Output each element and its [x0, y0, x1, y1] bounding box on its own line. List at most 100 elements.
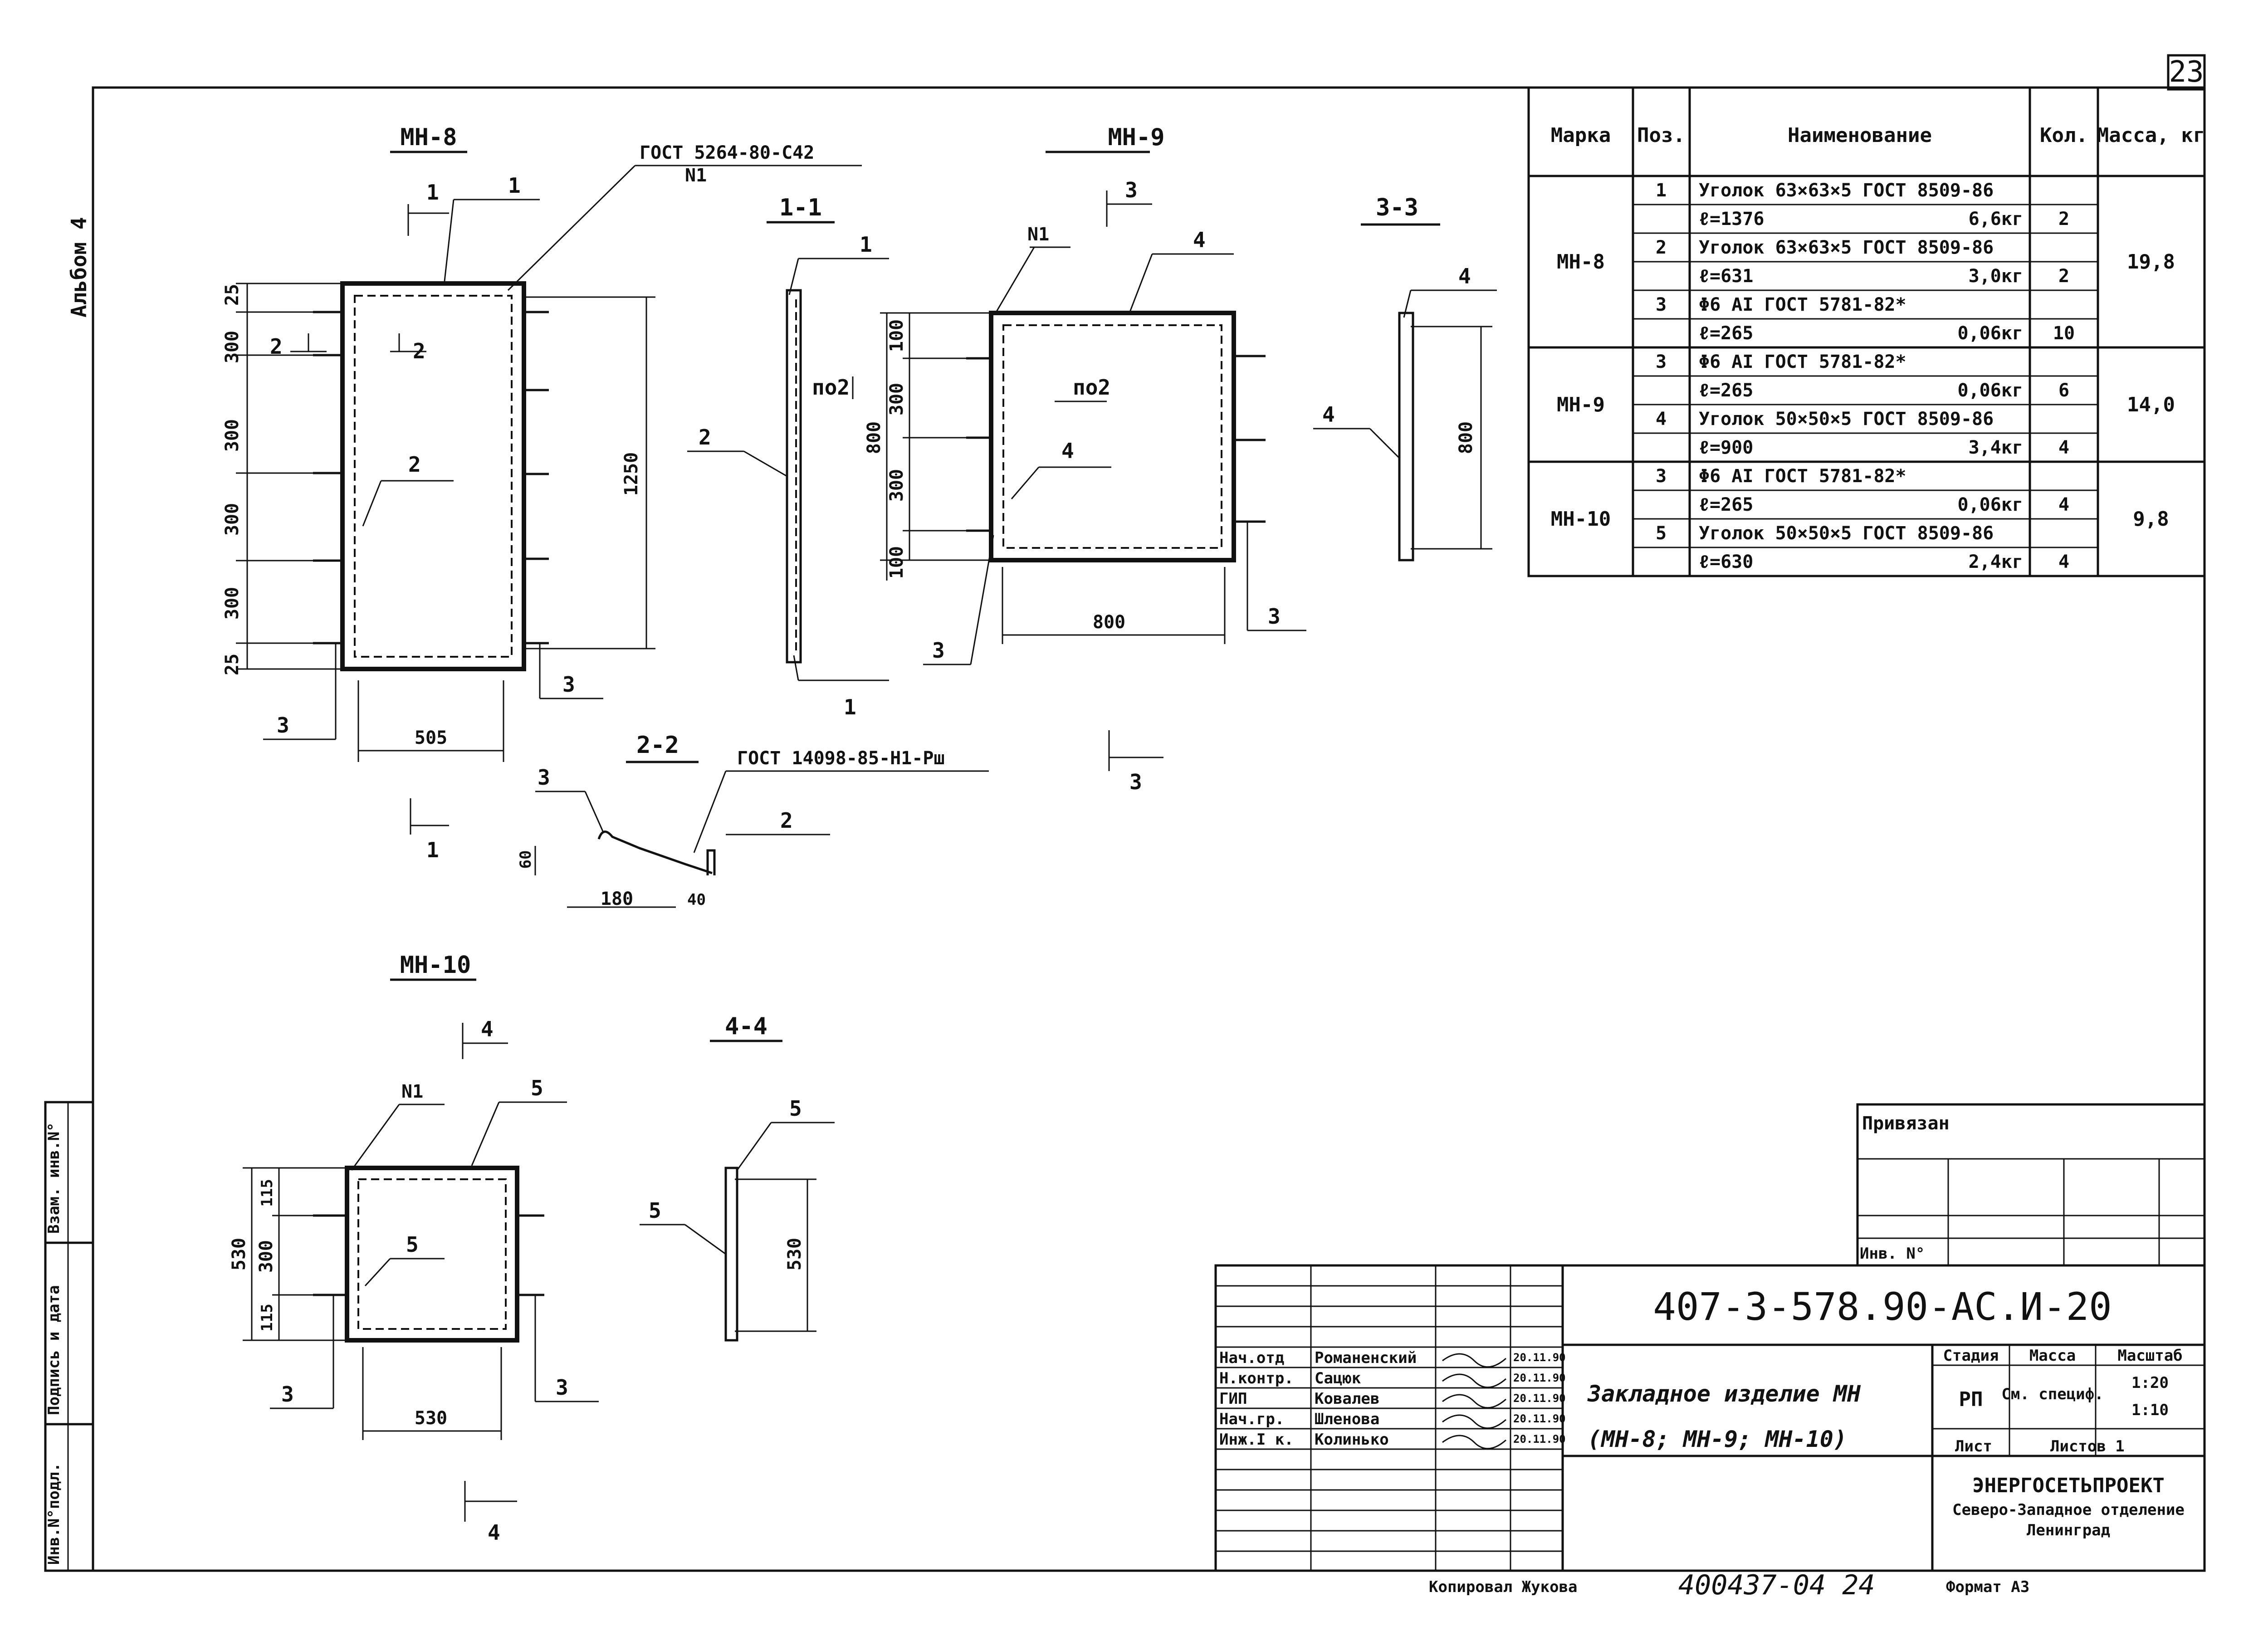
- s22-callout-3: 3: [538, 765, 550, 790]
- spec-pos: 2: [1656, 237, 1667, 258]
- s33-callout-4a: 4: [1458, 264, 1471, 288]
- mn8-callout-1: 1: [508, 173, 521, 198]
- mn9-note-left: по2: [812, 375, 850, 400]
- mn10-dim-width: 530: [415, 1408, 447, 1429]
- sheets-header: Листов 1: [2050, 1437, 2125, 1455]
- spec-mass-2: 9,8: [2133, 508, 2169, 531]
- footer-code: 400437-04 24: [1678, 1569, 1875, 1601]
- drawing-section-1-1: 1-1 1 2 1: [687, 194, 889, 719]
- signature: [1442, 1414, 1506, 1429]
- s22-dim-60: 60: [517, 850, 535, 869]
- mn10-section-4-bottom: 4: [488, 1520, 500, 1545]
- title-block: Привязан Инв. N° 407-3-578.90-АС.И-20 За…: [1214, 1103, 2206, 1572]
- mn8-dim-v-4: 300: [222, 587, 243, 620]
- mn10-section-4-top: 4: [481, 1017, 494, 1041]
- mn8-section-1-bottom: 1: [426, 838, 439, 862]
- spec-mass-1: 14,0: [2127, 393, 2175, 416]
- s44-title: 4-4: [725, 1013, 767, 1040]
- s33-title: 3-3: [1376, 194, 1418, 221]
- mn8-callout-2: 2: [408, 452, 421, 477]
- person-role: Нач.гр.: [1219, 1410, 1284, 1428]
- mn8-section-2-right: 2: [413, 339, 425, 363]
- item-name-1: Закладное изделие МН: [1587, 1381, 1861, 1407]
- person-date: 20.11.90: [1513, 1433, 1566, 1446]
- spec-pos: 3: [1656, 466, 1667, 487]
- person-date: 20.11.90: [1513, 1351, 1566, 1364]
- side-stamp: Инв.N°подл. Подпись и дата Взам. инв.N°: [44, 1101, 94, 1572]
- mn8-dim-height: 1250: [621, 452, 642, 496]
- spec-name: ℓ=631: [1699, 266, 1753, 287]
- stamp-replace-label: Взам. инв.N°: [45, 1122, 63, 1234]
- mn8-gost-weld: ГОСТ 5264-80-С42: [640, 142, 814, 163]
- mn9-dim-v-3: 100: [886, 546, 907, 579]
- spec-pos: 3: [1656, 352, 1667, 372]
- s44-dim: 530: [784, 1238, 805, 1270]
- scale-header: Масштаб: [2117, 1347, 2182, 1365]
- sheet-number: 23: [2169, 55, 2204, 89]
- designation: 407-3-578.90-АС.И-20: [1653, 1284, 2112, 1329]
- spec-header-4: Масса, кг: [2097, 124, 2205, 147]
- spec-header-3: Кол.: [2040, 124, 2088, 147]
- mn8-callout-3a: 3: [277, 713, 289, 737]
- spec-qty: 2: [2058, 209, 2069, 230]
- spec-pos: 4: [1656, 409, 1667, 430]
- spec-mark-1: МН-9: [1557, 393, 1605, 416]
- mn8-dim-v-3: 300: [222, 503, 243, 536]
- s44-callout-5b: 5: [649, 1198, 661, 1223]
- spec-pos: 3: [1656, 294, 1667, 315]
- org-name: ЭНЕРГОСЕТЬПРОЕКТ: [1972, 1474, 2165, 1497]
- footer-copied: Копировал Жукова: [1429, 1578, 1578, 1596]
- spec-unit-mass: 6,6кг: [1969, 209, 2023, 230]
- spec-name: ℓ=265: [1699, 380, 1753, 401]
- stamp-sign-label: Подпись и дата: [45, 1285, 63, 1415]
- mn10-callout-3a: 3: [281, 1382, 294, 1406]
- spec-pos: 5: [1656, 523, 1667, 544]
- person-role: Нач.отд: [1219, 1349, 1284, 1367]
- mn8-dim-v-0: 25: [222, 284, 243, 306]
- spec-name: ℓ=1376: [1699, 209, 1764, 230]
- mn9-dim-v-2: 300: [886, 469, 907, 502]
- spec-header-1: Поз.: [1637, 124, 1685, 147]
- stamp-inv-label: Инв.N°подл.: [45, 1463, 63, 1565]
- spec-qty: 4: [2058, 552, 2069, 572]
- spec-unit-mass: 0,06кг: [1958, 494, 2024, 515]
- mn9-dim-width: 800: [1093, 612, 1125, 633]
- spec-mass-0: 19,8: [2127, 250, 2175, 273]
- mn9-callout-3b: 3: [1268, 604, 1281, 629]
- album-label: Альбом 4: [67, 217, 91, 317]
- spec-mark-2: МН-10: [1551, 508, 1611, 531]
- org-division: Северо-Западное отделение: [1952, 1501, 2185, 1519]
- person-role: Н.контр.: [1219, 1369, 1294, 1387]
- s11-title: 1-1: [779, 194, 822, 221]
- mn9-callout-4-top: 4: [1193, 228, 1206, 252]
- mn10-title: МН-10: [400, 952, 471, 979]
- s22-title: 2-2: [636, 732, 679, 759]
- person-date: 20.11.90: [1513, 1392, 1566, 1405]
- spec-unit-mass: 0,06кг: [1958, 380, 2024, 401]
- spec-qty: 2: [2058, 266, 2069, 287]
- mn10-dim-v-1: 300: [256, 1240, 277, 1273]
- drawing-section-3-3: 3-3 800 4 4: [1313, 194, 1497, 562]
- s44-callout-5a: 5: [789, 1096, 802, 1121]
- drawing-mn9: МН-9 100 300 300 100 800 800 N1 4: [812, 124, 1306, 794]
- person-date: 20.11.90: [1513, 1412, 1566, 1425]
- mn8-weld-n: N1: [685, 165, 707, 186]
- mn10-dim-v-0: 115: [258, 1179, 276, 1206]
- spec-mark-0: МН-8: [1557, 250, 1605, 273]
- spec-name: ℓ=265: [1699, 494, 1753, 515]
- spec-qty: 4: [2058, 494, 2069, 515]
- signature: [1442, 1353, 1506, 1368]
- mn9-weld-n: N1: [1027, 224, 1049, 245]
- s22-dim-40: 40: [687, 891, 706, 909]
- spec-unit-mass: 3,0кг: [1969, 266, 2023, 287]
- person-role: ГИП: [1219, 1390, 1247, 1408]
- spec-name: Уголок 50×50×5 ГОСТ 8509-86: [1699, 523, 1994, 544]
- spec-name: Φ6 AI ГОСТ 5781-82*: [1699, 294, 1906, 315]
- mn9-section-3-bottom: 3: [1129, 770, 1142, 794]
- mn10-weld-n: N1: [401, 1081, 423, 1102]
- s22-gost: ГОСТ 14098-85-Н1-Рш: [737, 748, 945, 769]
- spec-name: Φ6 AI ГОСТ 5781-82*: [1699, 352, 1906, 372]
